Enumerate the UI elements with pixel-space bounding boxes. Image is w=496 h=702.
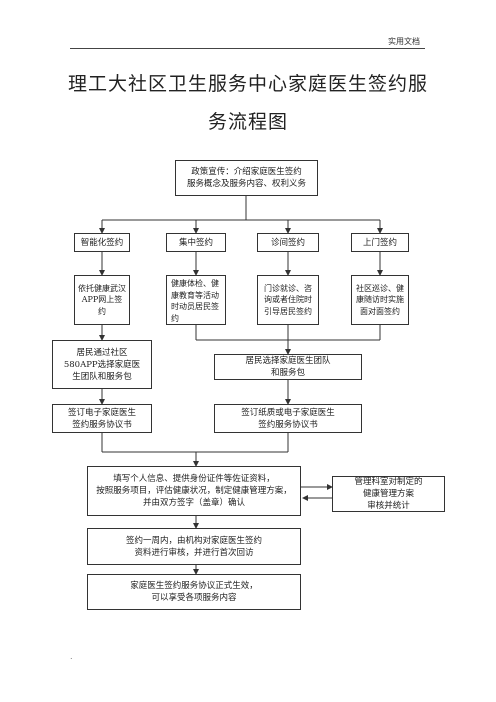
resident-choose-box: 居民选择家庭医生团队 和服务包 — [214, 354, 362, 380]
management-review-box: 管理科室对制定的 健康管理方案 审核并统计 — [332, 476, 445, 512]
mode-clinic-box: 诊间签约 — [257, 233, 319, 252]
effective-box: 家庭医生签约服务协议正式生效， 可以享受各项服务内容 — [87, 574, 301, 610]
header-divider — [70, 48, 425, 49]
footer-dot: . — [70, 652, 73, 661]
mode-smart-box: 智能化签约 — [74, 233, 130, 252]
detail-door-box: 社区巡诊、健 康随访时实施 面对面签约 — [351, 275, 409, 325]
fill-info-box: 填写个人信息、提供身份证件等佐证资料， 按照服务项目，评估健康状况，制定健康管理… — [87, 466, 301, 516]
header-label: 实用文档 — [388, 37, 420, 46]
detail-group-box: 健康体检、健 康教育等活动 时动员居民签 约 — [166, 275, 226, 325]
mode-door-box: 上门签约 — [351, 233, 409, 252]
detail-clinic-box: 门诊就诊、咨 询或者住院时 引导居民签约 — [257, 275, 319, 325]
page-title-line2: 务流程图 — [207, 111, 288, 133]
page-title-line1: 理工大社区卫生服务中心家庭医生签约服 — [67, 73, 428, 95]
detail-smart-box: 依托健康武汉 APP网上签 约 — [74, 275, 130, 325]
sign-paper-box: 签订纸质或电子家庭医生 签约服务协议书 — [214, 404, 362, 433]
resident-app-box: 居民通过社区 580APP选择家庭医 生团队和服务包 — [52, 340, 152, 389]
sign-electronic-box: 签订电子家庭医生 签约服务协议书 — [52, 404, 152, 433]
review-box: 签约一周内，由机构对家庭医生签约 资料进行审核，并进行首次回访 — [87, 528, 301, 565]
policy-box: 政策宣传：介绍家庭医生签约 服务概念及服务内容、权利义务 — [175, 160, 318, 196]
mode-group-box: 集中签约 — [166, 233, 226, 252]
